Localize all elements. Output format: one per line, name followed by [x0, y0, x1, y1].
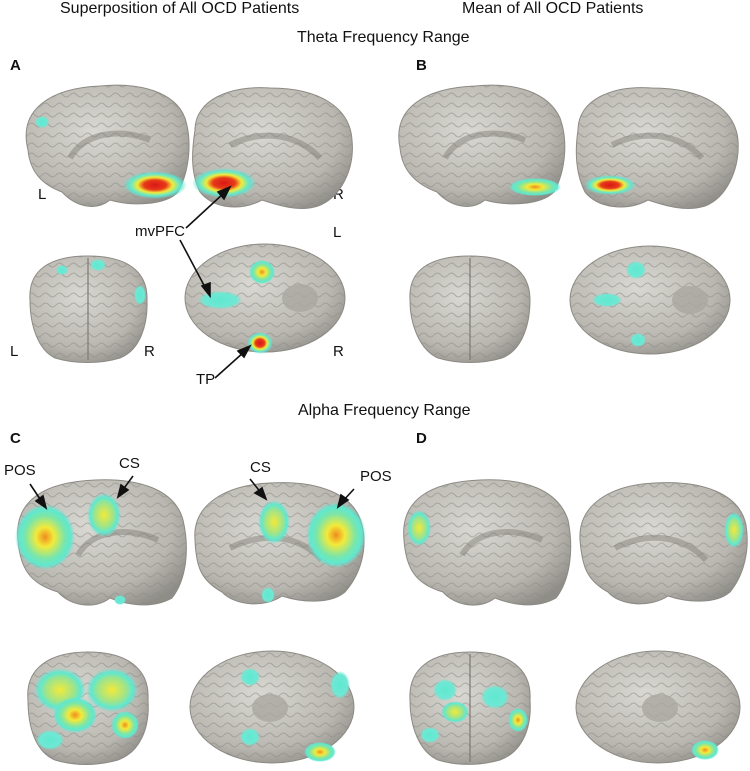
hemisphere-label-right-posterior: R: [144, 343, 155, 360]
hemisphere-label-right-ventral: R: [333, 343, 344, 360]
activation-a-ventral-upper: [249, 260, 275, 284]
alpha-range-title: Alpha Frequency Range: [298, 402, 471, 419]
column-title-superposition: Superposition of All OCD Patients: [60, 0, 300, 17]
brain-d-left-medial: [403, 479, 572, 606]
brain-d-posterior: [409, 651, 531, 765]
annotation-cs-right: CS: [250, 459, 271, 476]
activation-b-right: [584, 175, 636, 195]
hemisphere-label-left-posterior: L: [10, 343, 19, 360]
brain-a-ventral: [184, 243, 346, 354]
brain-a-left-medial: [25, 84, 190, 207]
hemisphere-label-right-medial: R: [333, 186, 344, 203]
activation-b-left: [509, 178, 561, 196]
hemisphere-label-left-medial: L: [38, 186, 47, 203]
activation-tp-a: [247, 332, 273, 354]
brain-b-left-medial: [398, 84, 566, 207]
panel-label-d: D: [416, 430, 427, 447]
panel-label-c: C: [10, 430, 21, 447]
brain-c-posterior: [27, 651, 149, 765]
brain-b-posterior: [409, 255, 531, 363]
activation-pos-c-right: [306, 502, 366, 568]
brain-c-right-medial: [194, 482, 366, 605]
activation-pos-c-left: [15, 504, 75, 570]
hemisphere-label-left-ventral: L: [333, 224, 342, 241]
column-title-mean: Mean of All OCD Patients: [462, 0, 644, 17]
annotation-tp: TP: [196, 371, 216, 388]
brain-d-ventral: [575, 650, 741, 764]
annotation-pos-left: POS: [4, 462, 36, 479]
brain-c-left-medial: [15, 479, 187, 606]
panel-label-a: A: [10, 57, 21, 74]
brain-b-right-medial: [575, 87, 739, 209]
brain-a-posterior: [29, 255, 148, 363]
annotation-mvpfc: mvPFC: [135, 223, 185, 240]
corpus-callosum: [67, 130, 152, 160]
annotation-pos-right: POS: [360, 468, 392, 485]
activation-cs-c-left: [87, 493, 121, 537]
annotation-cs-left: CS: [119, 455, 140, 472]
activation-mvpfc-a-left: [123, 171, 187, 199]
annotation-arrows-a: [179, 185, 252, 379]
activation-mvpfc-a-right: [192, 168, 256, 198]
brain-c-ventral: [189, 650, 355, 764]
annotation-arrows-c: [29, 475, 355, 510]
brain-b-ventral: [569, 245, 731, 355]
brain-a-right-medial: [192, 87, 353, 209]
activation-cs-c-right: [258, 500, 290, 544]
brain-d-right-medial: [579, 482, 748, 605]
theta-range-title: Theta Frequency Range: [297, 29, 470, 46]
panel-label-b: B: [416, 57, 427, 74]
activation-mvpfc-a-ventral: [198, 291, 242, 309]
